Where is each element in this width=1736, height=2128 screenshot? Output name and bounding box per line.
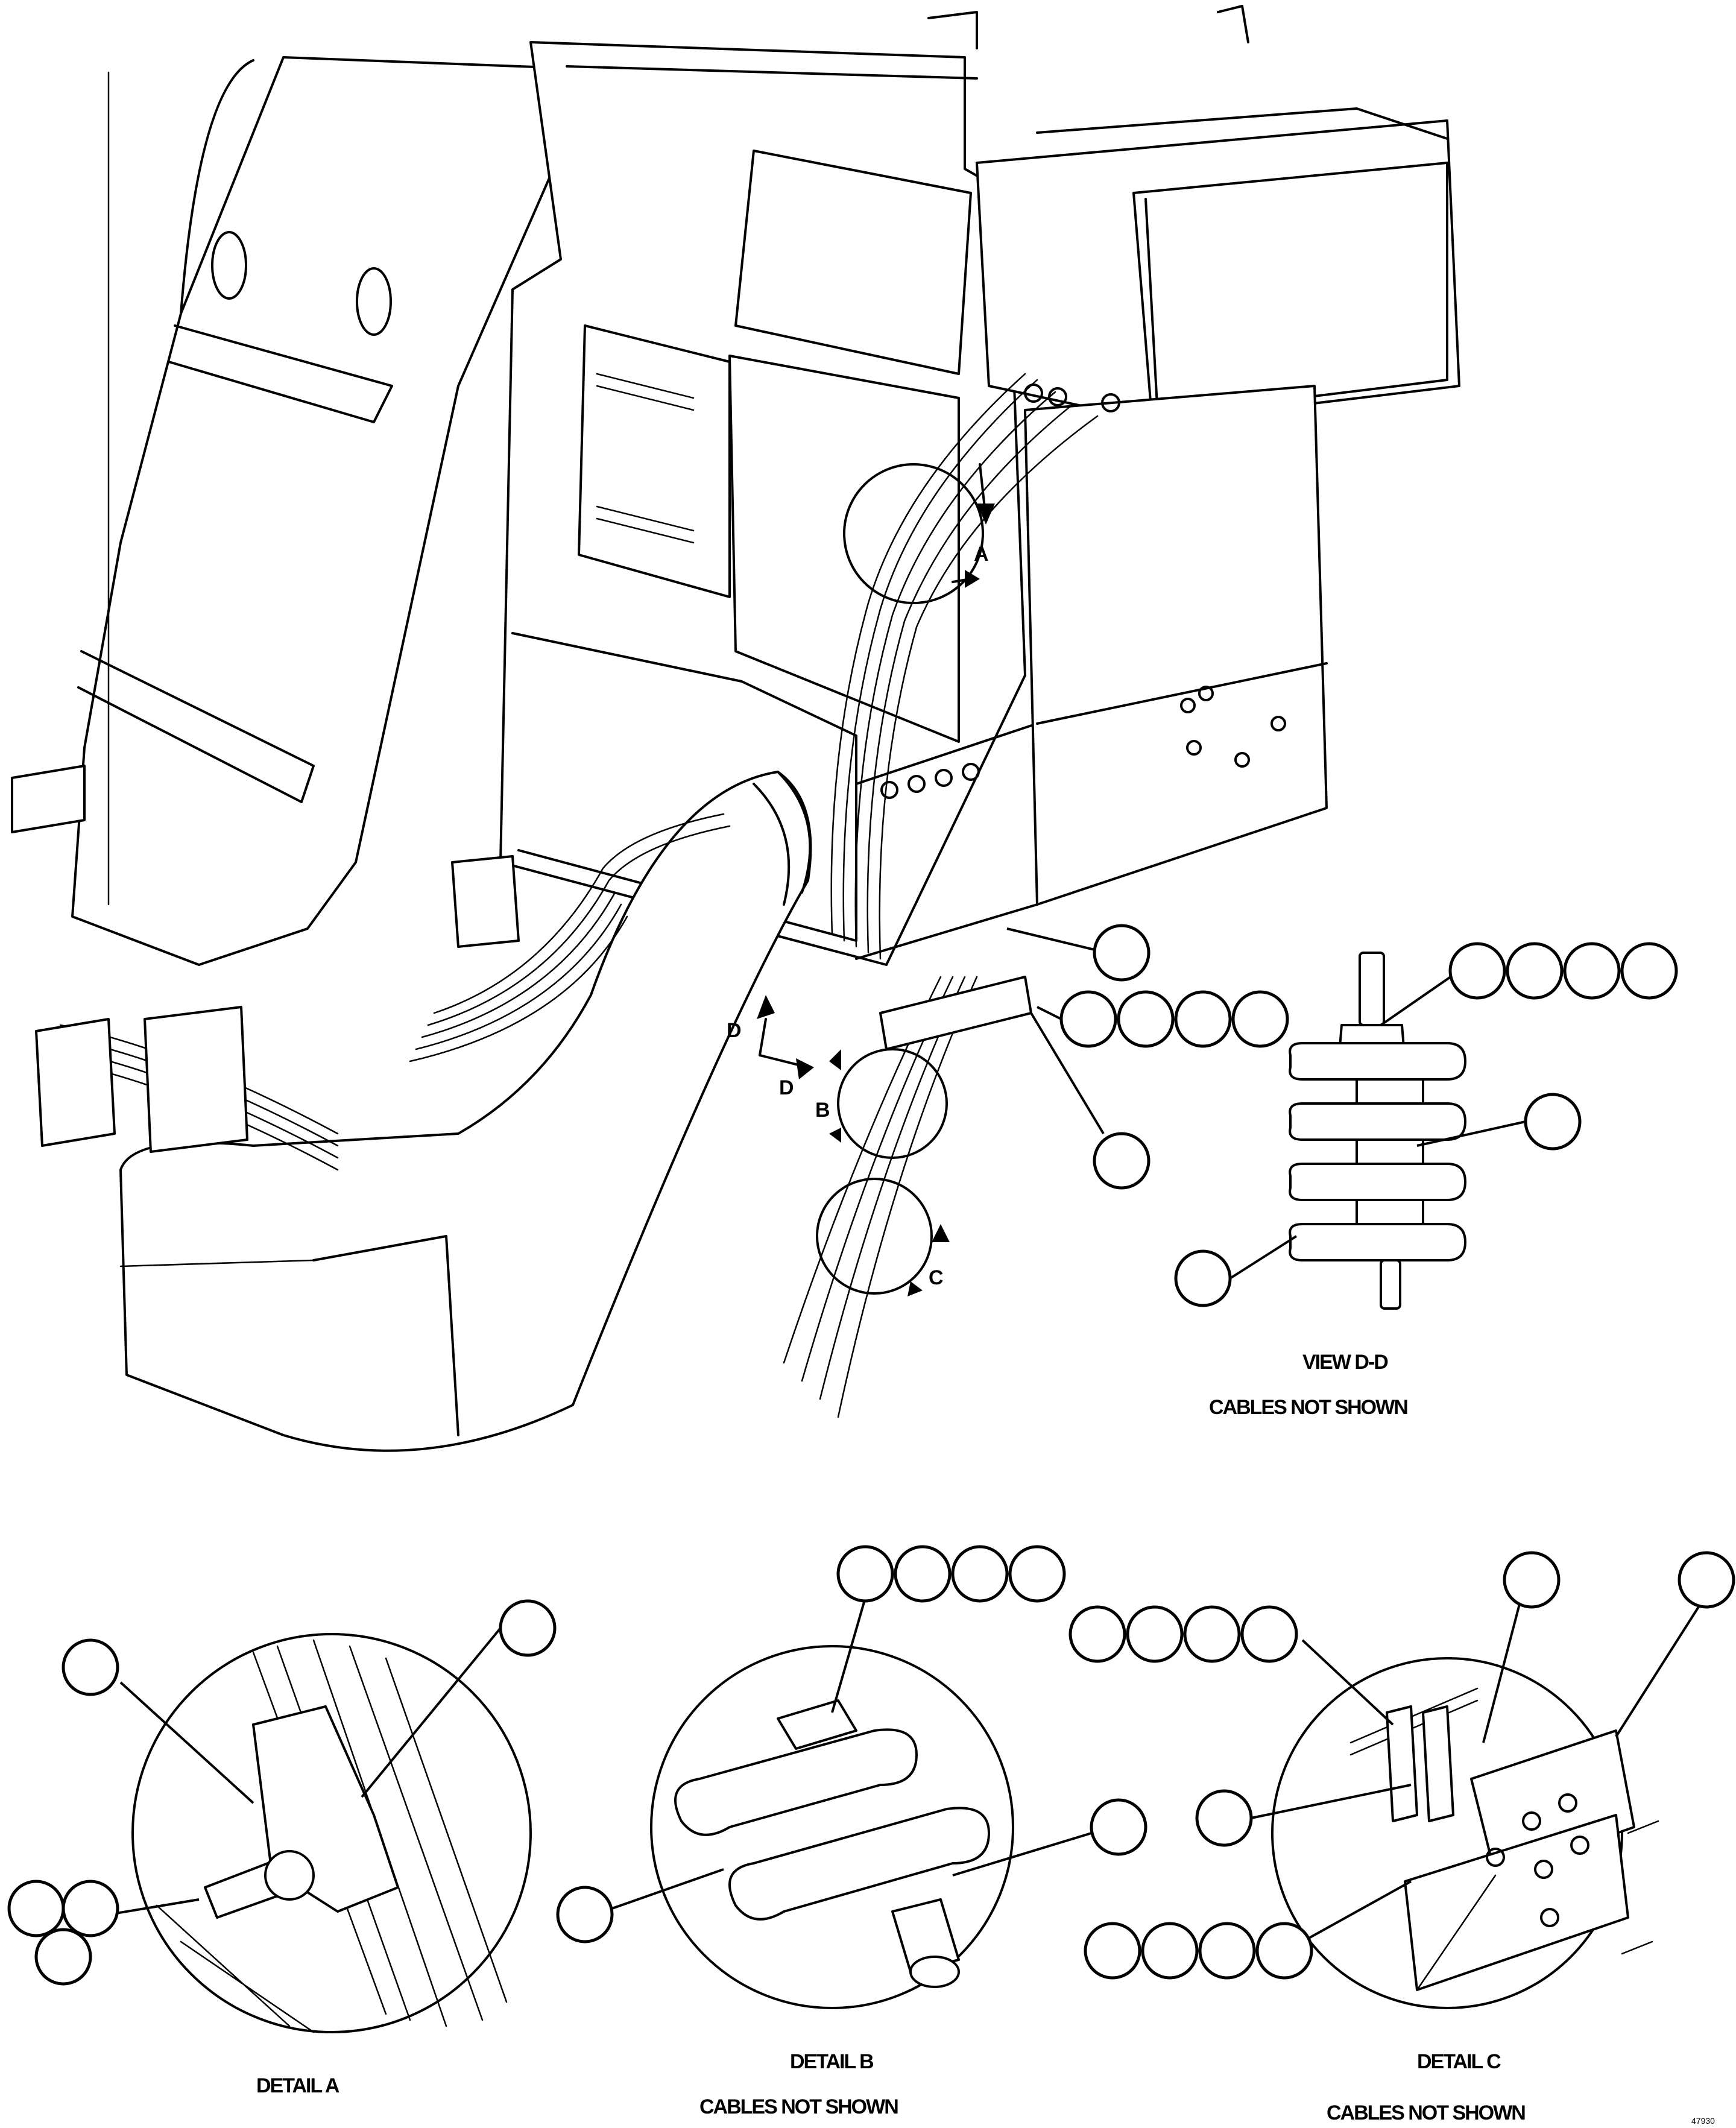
- callout-bubble: [1084, 1922, 1141, 1980]
- callout-bubble: [1195, 1789, 1253, 1847]
- callout-bubble: [1503, 1551, 1561, 1609]
- callout-bubble: [1255, 1922, 1313, 1980]
- callout-bubble: [1563, 942, 1621, 1000]
- callout-bubble: [499, 1599, 557, 1657]
- callout-bubble: [1620, 942, 1678, 1000]
- detail-c: DETAIL C CABLES NOT SHOWN: [1068, 1551, 1735, 2124]
- callout-bubble: [1183, 1605, 1241, 1663]
- callout-bubble: [1174, 990, 1232, 1048]
- callout-bubble: [1068, 1605, 1126, 1663]
- callout-bubble: [951, 1545, 1009, 1603]
- cable-bundle-right: [783, 373, 1120, 1418]
- callout-bubble: [1198, 1922, 1256, 1980]
- callout-bubble: [1506, 942, 1564, 1000]
- callout-bubble: [1174, 1249, 1232, 1307]
- main-assembly-view: A D D B C: [11, 5, 1460, 1452]
- callout-bubble: [1448, 942, 1506, 1000]
- detail-b-note: CABLES NOT SHOWN: [699, 2095, 898, 2118]
- callout-bubble: [894, 1545, 952, 1603]
- callout-bubble: [1126, 1605, 1184, 1663]
- callout-bubble: [1093, 924, 1150, 982]
- view-marker-d-upper: D: [727, 1019, 742, 1042]
- callout-bubble: [1231, 990, 1289, 1048]
- callout-bubble: [556, 1886, 614, 1943]
- view-d-d: VIEW D-D CABLES NOT SHOWN: [1174, 942, 1678, 1419]
- view-marker-c: C: [929, 1266, 944, 1289]
- upper-right-enclosure: [927, 5, 1460, 423]
- callout-bubble: [1117, 990, 1175, 1048]
- callout-bubble: [62, 1880, 119, 1937]
- detail-b-title: DETAIL B: [790, 2050, 874, 2073]
- cable-bundle-left: [35, 813, 731, 1171]
- detail-a-locator: [843, 463, 984, 604]
- view-dd-title: VIEW D-D: [1302, 1351, 1388, 1374]
- callout-bubble: [1141, 1922, 1199, 1980]
- view-dd-note: CABLES NOT SHOWN: [1209, 1396, 1407, 1419]
- view-marker-b: B: [815, 1099, 830, 1122]
- support-bracket: [11, 765, 86, 833]
- detail-a: DETAIL A: [7, 1599, 557, 2097]
- callout-bubble: [1008, 1545, 1066, 1603]
- callout-bubble: [1093, 1132, 1150, 1190]
- detail-c-title: DETAIL C: [1417, 2050, 1501, 2073]
- callout-bubble: [836, 1545, 894, 1603]
- detail-b-locator: [837, 1048, 948, 1159]
- lower-right-housing: [1024, 385, 1328, 906]
- callout-bubble: [1059, 990, 1117, 1048]
- callout-bubble: [62, 1638, 119, 1696]
- detail-c-note: CABLES NOT SHOWN: [1327, 2101, 1525, 2124]
- detail-a-title: DETAIL A: [256, 2074, 339, 2097]
- curved-duct: [119, 771, 812, 1452]
- callout-bubble: [1678, 1551, 1735, 1609]
- detail-c-locator: [816, 1178, 933, 1295]
- drawing-number: 47930: [1691, 2116, 1715, 2126]
- sloped-hood: [71, 56, 598, 966]
- callout-bubble: [7, 1880, 65, 1937]
- callout-bubble: [1524, 1093, 1582, 1151]
- view-marker-a: A: [974, 543, 989, 566]
- view-marker-d-lower: D: [779, 1076, 794, 1099]
- callout-bubble: [1090, 1798, 1147, 1856]
- detail-b: DETAIL B CABLES NOT SHOWN: [556, 1545, 1147, 2118]
- callout-bubble: [34, 1928, 92, 1986]
- callout-bubble: [1240, 1605, 1298, 1663]
